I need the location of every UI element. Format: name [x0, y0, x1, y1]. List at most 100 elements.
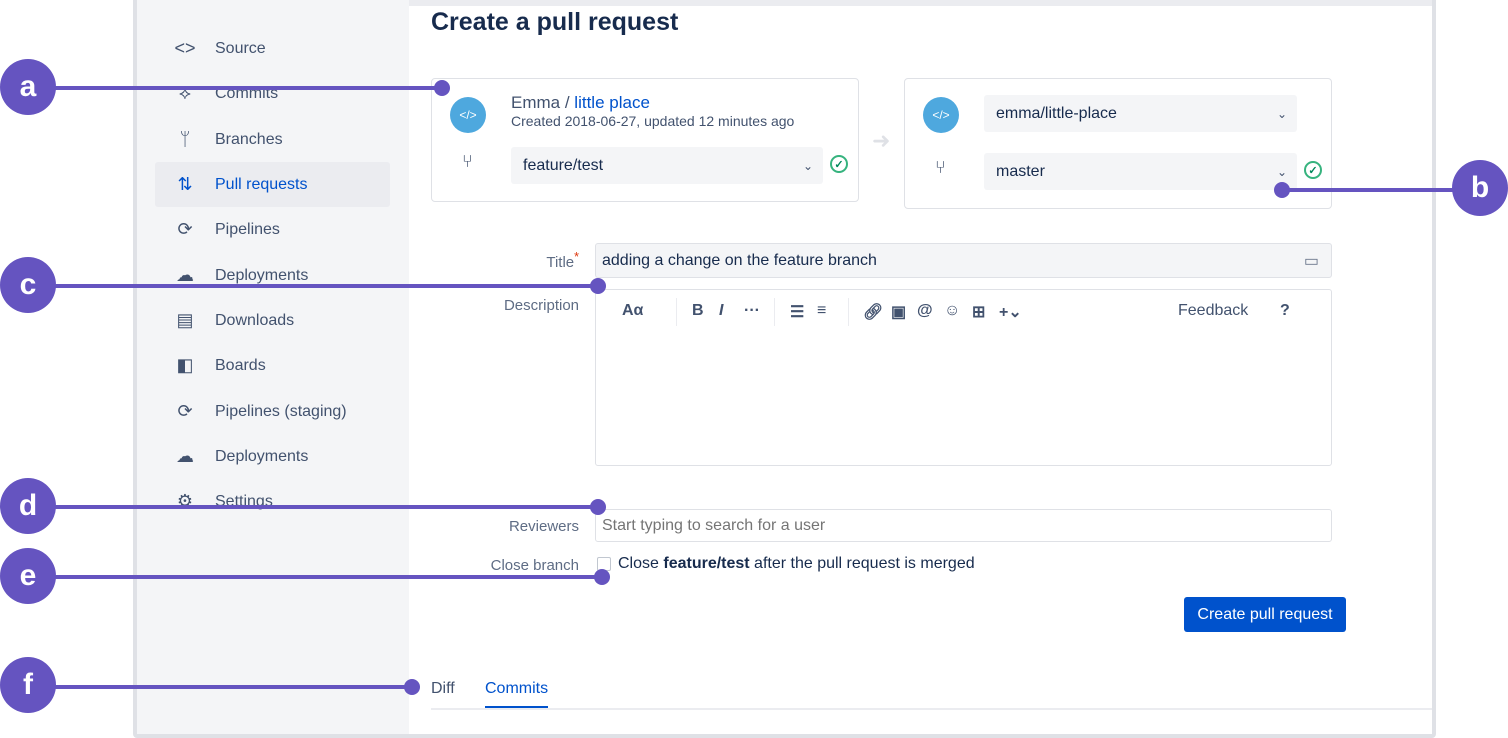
tabs-divider [431, 708, 1432, 710]
close-branch-text: Close feature/test after the pull reques… [618, 555, 975, 573]
callout-a: a [0, 59, 56, 115]
repo-icon: </> [450, 97, 486, 133]
commit-icon: ⟡ [179, 83, 191, 103]
source-repo: Emma / little place [511, 93, 650, 113]
check-icon: ✓ [830, 155, 848, 173]
bold-button[interactable]: B [692, 302, 704, 319]
callout-dot [434, 80, 450, 96]
title-label: Title* [546, 250, 579, 271]
callout-e: e [0, 548, 56, 604]
destination-branch-select[interactable]: master ⌄ [984, 153, 1297, 190]
link-icon[interactable]: 🔗︎ [863, 304, 884, 321]
callout-b: b [1452, 160, 1508, 216]
sidebar-item-label: Deployments [215, 447, 309, 465]
sidebar-item-source[interactable]: <> Source [155, 26, 390, 71]
sidebar-item-deployments[interactable]: ☁ Deployments [155, 253, 390, 298]
id-card-icon: ▭ [1303, 252, 1319, 270]
mention-icon[interactable]: @ [917, 302, 933, 319]
divider [774, 298, 775, 326]
sidebar-item-settings[interactable]: ⚙Settings [155, 479, 390, 524]
branch-value: master [996, 162, 1045, 180]
insert-plus-icon[interactable]: +⌄ [999, 304, 1022, 321]
repo-value: emma/little-place [996, 104, 1117, 122]
document-icon: ▤ [176, 310, 194, 330]
callout-line [40, 575, 602, 579]
help-button[interactable]: ? [1280, 302, 1290, 319]
italic-button[interactable]: I [719, 302, 724, 319]
chevron-down-icon: ⌄ [802, 158, 813, 173]
sidebar-item-label: Source [215, 39, 266, 57]
callout-dot [590, 499, 606, 515]
create-pull-request-button[interactable]: Create pull request [1184, 597, 1346, 632]
reviewers-input[interactable] [595, 509, 1332, 542]
text-style-button[interactable]: Aα [622, 302, 644, 319]
sidebar-item-deployments-2[interactable]: ☁ Deployments [155, 434, 390, 479]
source-card: </> Emma / little place Created 2018-06-… [431, 78, 859, 202]
callout-dot [590, 278, 606, 294]
callout-dot [594, 569, 610, 585]
description-editor[interactable] [595, 289, 1332, 466]
pipelines-icon: ⟳ [177, 219, 193, 239]
sidebar-item-commits[interactable]: ⟡Commits [155, 71, 390, 116]
tab-diff[interactable]: Diff [431, 680, 455, 697]
sidebar-item-boards[interactable]: ◧ Boards [155, 343, 390, 388]
sidebar-item-pull-requests[interactable]: ⇅ Pull requests [155, 162, 390, 207]
destination-repo-select[interactable]: emma/little-place ⌄ [984, 95, 1297, 132]
callout-line [1282, 188, 1472, 192]
title-label-text: Title [546, 254, 575, 271]
top-strip [137, 0, 1432, 6]
branch-icon: ⑂ [462, 151, 473, 171]
chevron-down-icon: ⌄ [1276, 106, 1287, 121]
callout-line [40, 505, 598, 509]
bullet-list-icon[interactable]: ☰ [790, 304, 805, 321]
destination-card: </> emma/little-place ⌄ ⑂ master ⌄ ✓ [904, 78, 1332, 209]
sidebar-item-pipelines-staging[interactable]: ⟳Pipelines (staging) [155, 389, 390, 434]
code-icon: <> [174, 38, 196, 58]
repo-icon: </> [923, 97, 959, 133]
callout-f: f [0, 657, 56, 713]
text: after the pull request is merged [749, 555, 975, 572]
tab-commits[interactable]: Commits [485, 680, 549, 708]
pull-request-icon: ⇅ [177, 174, 193, 194]
divider [848, 298, 849, 326]
emoji-icon[interactable]: ☺ [944, 302, 961, 319]
sidebar-item-pipelines[interactable]: ⟳Pipelines [155, 207, 390, 252]
text: Close [618, 555, 664, 572]
sidebar-item-label: Boards [215, 356, 266, 374]
source-branch-select[interactable]: feature/test ⌄ [511, 147, 823, 184]
branch-name: feature/test [663, 555, 750, 572]
feedback-button[interactable]: Feedback [1178, 302, 1249, 319]
pipelines-icon: ⟳ [177, 401, 193, 421]
cloud-upload-icon: ☁ [176, 265, 194, 285]
board-icon: ◧ [176, 355, 194, 375]
more-formatting-button[interactable]: ··· [744, 302, 760, 319]
cloud-upload-icon: ☁ [176, 446, 194, 466]
callout-d: d [0, 478, 56, 534]
title-value: adding a change on the feature branch [602, 251, 877, 269]
callout-dot [404, 679, 420, 695]
repo-meta: Created 2018-06-27, updated 12 minutes a… [511, 113, 795, 129]
repo-link[interactable]: little place [574, 93, 650, 112]
title-input[interactable]: adding a change on the feature branch ▭ [595, 243, 1332, 278]
sidebar-item-label: Pull requests [215, 175, 308, 193]
description-label: Description [503, 297, 579, 314]
callout-line [40, 284, 598, 288]
sidebar-item-downloads[interactable]: ▤Downloads [155, 298, 390, 343]
branch-icon: ᛘ [179, 129, 191, 149]
chevron-down-icon: ⌄ [1276, 164, 1287, 179]
page-title: Create a pull request [431, 8, 679, 36]
repo-owner: Emma [511, 93, 561, 112]
image-icon[interactable]: ▣ [891, 304, 907, 321]
callout-line [40, 86, 442, 90]
table-icon[interactable]: ⊞ [972, 304, 986, 321]
check-icon: ✓ [1304, 161, 1322, 179]
branch-value: feature/test [523, 156, 604, 174]
callout-dot [1274, 182, 1290, 198]
branch-icon: ⑂ [935, 157, 946, 177]
numbered-list-icon[interactable]: ≡ [817, 302, 827, 319]
divider [676, 298, 677, 326]
sidebar-item-label: Deployments [215, 266, 309, 284]
